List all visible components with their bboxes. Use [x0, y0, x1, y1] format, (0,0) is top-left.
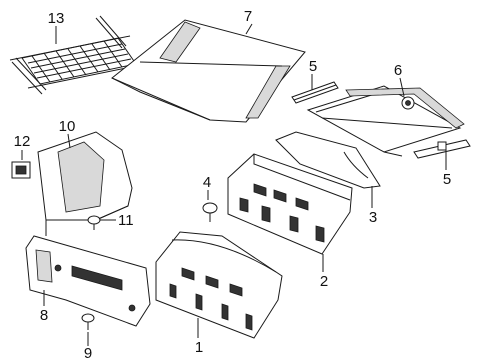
part-5-trim-strip-top — [291, 81, 339, 104]
part-5-clip-strip-right — [413, 139, 471, 159]
callout-7: 7 — [244, 8, 252, 25]
callout-2: 2 — [320, 273, 328, 290]
callout-5-top: 5 — [309, 58, 317, 75]
part-12-retainer — [11, 161, 31, 179]
part-7-panel — [111, 19, 306, 123]
callout-6: 6 — [394, 62, 402, 79]
callout-8: 8 — [40, 307, 48, 324]
part-1-lower-panel — [155, 231, 283, 339]
callout-3: 3 — [369, 209, 377, 226]
part-9-push-pin — [81, 313, 95, 330]
part-2-bulkhead-panel — [227, 153, 353, 255]
leader-lines — [21, 23, 447, 346]
callout-5-right: 5 — [443, 171, 451, 188]
callout-12: 12 — [14, 133, 31, 150]
part-8-side-trim — [25, 235, 151, 327]
part-11-push-pin — [87, 215, 101, 230]
callout-labels: 7 5 6 5 3 2 1 4 8 9 10 11 12 13 — [14, 8, 452, 360]
callout-13: 13 — [48, 10, 65, 27]
part-10-wheelhouse-trim — [37, 131, 133, 236]
callout-9: 9 — [84, 345, 92, 360]
callout-4: 4 — [203, 174, 211, 191]
callout-10: 10 — [59, 118, 76, 135]
callout-1: 1 — [195, 339, 203, 356]
part-3-parcel-shelf — [275, 131, 381, 189]
part-6-blind-assembly — [306, 85, 465, 157]
part-13-cargo-net — [9, 15, 147, 95]
callout-11: 11 — [118, 212, 134, 229]
part-4-push-clip — [202, 202, 218, 222]
